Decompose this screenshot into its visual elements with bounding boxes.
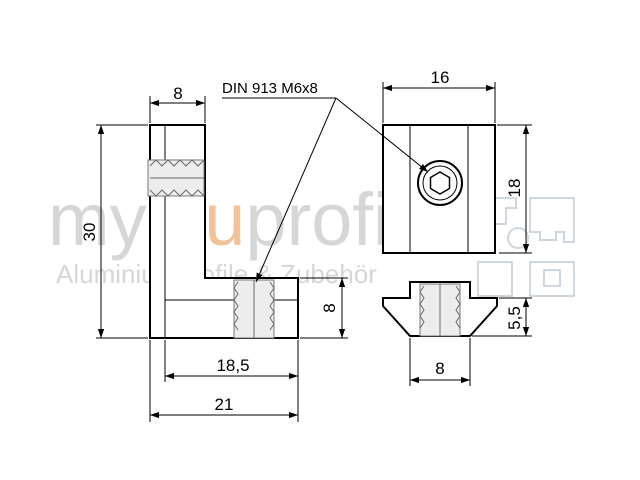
dim-side-bottom-width: 18,5: [216, 356, 249, 375]
side-view: 8 30 8 18,5 21: [80, 84, 348, 422]
callout: DIN 913 M6x8: [222, 80, 429, 283]
callout-label: DIN 913 M6x8: [222, 80, 318, 97]
front-setscrew-vertical: [419, 283, 461, 337]
hex-socket-icon: [417, 160, 463, 206]
dim-front-foot-width: 8: [435, 359, 444, 378]
side-setscrew-vertical: [233, 279, 275, 339]
dim-side-foot-height: 8: [320, 303, 339, 312]
front-view: 16 18 5,5 8: [382, 68, 532, 386]
dim-front-width: 16: [431, 68, 450, 87]
watermark-brand: myaluprofil: [48, 178, 406, 261]
dim-side-top-width: 8: [173, 84, 182, 103]
callout-leader-front: [335, 97, 429, 173]
callout-leader-side: [255, 97, 337, 283]
dim-front-height: 18: [505, 179, 524, 198]
dim-side-total-width: 21: [215, 395, 234, 414]
dim-front-foot-height: 5,5: [505, 306, 524, 330]
side-setscrew-horizontal: [147, 159, 205, 197]
dim-side-height: 30: [80, 223, 99, 242]
